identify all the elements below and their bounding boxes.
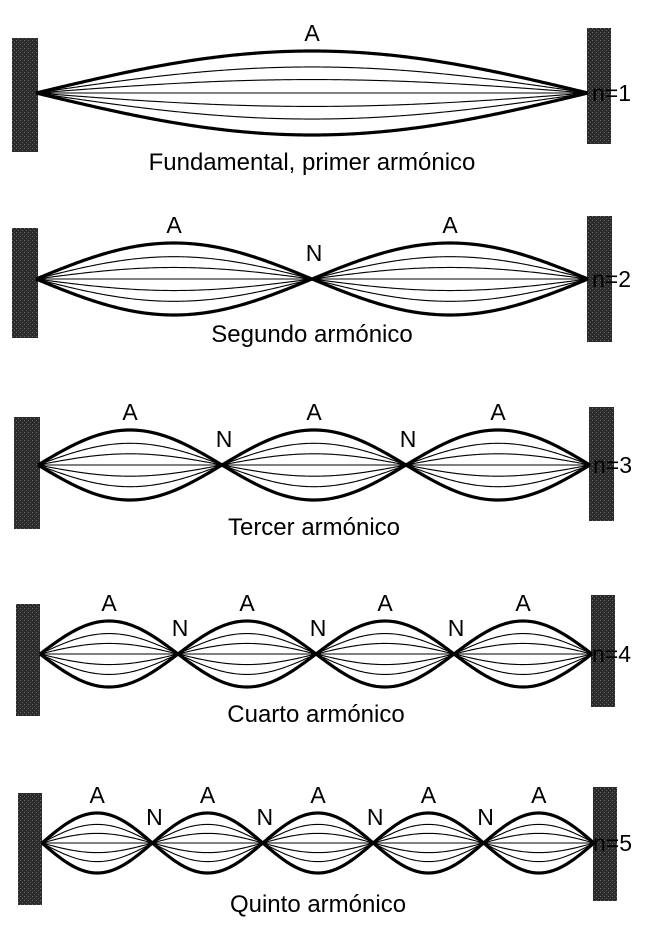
left-wall bbox=[18, 793, 42, 905]
harmonic-number-label: n=4 bbox=[592, 641, 631, 667]
string-position bbox=[35, 79, 589, 94]
node-label: N bbox=[306, 240, 323, 266]
string-envelope bbox=[37, 428, 591, 502]
string-envelope bbox=[40, 811, 596, 875]
antinode-label: A bbox=[515, 590, 531, 616]
node-label: N bbox=[256, 804, 273, 830]
left-wall bbox=[14, 417, 40, 529]
string-position bbox=[37, 453, 591, 477]
antinode-label: A bbox=[101, 590, 117, 616]
antinode-label: A bbox=[442, 212, 458, 238]
antinode-label: A bbox=[421, 782, 437, 808]
string-envelope bbox=[37, 428, 591, 502]
harmonic-caption: Segundo armónico bbox=[211, 321, 412, 348]
string-position bbox=[37, 453, 591, 477]
string-position bbox=[41, 832, 595, 854]
node-label: N bbox=[216, 426, 233, 452]
right-wall bbox=[587, 216, 612, 342]
harmonic-caption: Quinto armónico bbox=[230, 891, 406, 918]
node-label: N bbox=[477, 804, 494, 830]
right-wall bbox=[587, 28, 611, 144]
harmonic-caption: Cuarto armónico bbox=[227, 701, 404, 728]
node-label: N bbox=[400, 426, 417, 452]
antinode-label: A bbox=[166, 212, 182, 238]
string-position bbox=[41, 823, 595, 863]
node-label: N bbox=[367, 804, 384, 830]
string-position bbox=[35, 92, 589, 107]
string-position bbox=[37, 442, 591, 488]
node-label: N bbox=[172, 615, 189, 641]
antinode-label: A bbox=[200, 782, 216, 808]
node-label: N bbox=[310, 615, 327, 641]
string-envelope bbox=[39, 619, 593, 689]
string-position bbox=[41, 823, 595, 863]
antinode-label: A bbox=[531, 782, 547, 808]
string-envelope bbox=[40, 811, 596, 875]
antinode-label: A bbox=[310, 782, 326, 808]
harmonic-caption: Tercer armónico bbox=[228, 514, 400, 541]
antinode-label: A bbox=[377, 590, 393, 616]
antinode-label: A bbox=[306, 399, 322, 425]
harmonic-number-label: n=2 bbox=[592, 266, 631, 292]
node-label: N bbox=[448, 615, 465, 641]
string-position bbox=[35, 66, 589, 94]
string-position bbox=[35, 92, 589, 120]
string-envelope bbox=[35, 49, 589, 95]
node-label: N bbox=[146, 804, 163, 830]
antinode-label: A bbox=[490, 399, 506, 425]
left-wall bbox=[16, 604, 40, 716]
right-wall bbox=[591, 595, 615, 707]
left-wall bbox=[12, 38, 38, 152]
harmonic-number-label: n=3 bbox=[593, 452, 632, 478]
antinode-label: A bbox=[122, 399, 138, 425]
string-position bbox=[41, 832, 595, 854]
harmonic-number-label: n=5 bbox=[593, 830, 632, 856]
right-wall bbox=[589, 407, 614, 521]
string-position bbox=[37, 442, 591, 488]
string-envelope bbox=[35, 91, 589, 137]
harmonic-number-label: n=1 bbox=[592, 80, 631, 106]
antinode-label: A bbox=[304, 20, 320, 46]
left-wall bbox=[12, 228, 38, 338]
right-wall bbox=[593, 787, 617, 901]
string-envelope bbox=[35, 241, 589, 317]
antinode-label: A bbox=[239, 590, 255, 616]
harmonic-caption: Fundamental, primer armónico bbox=[149, 149, 476, 176]
antinode-label: A bbox=[90, 782, 106, 808]
